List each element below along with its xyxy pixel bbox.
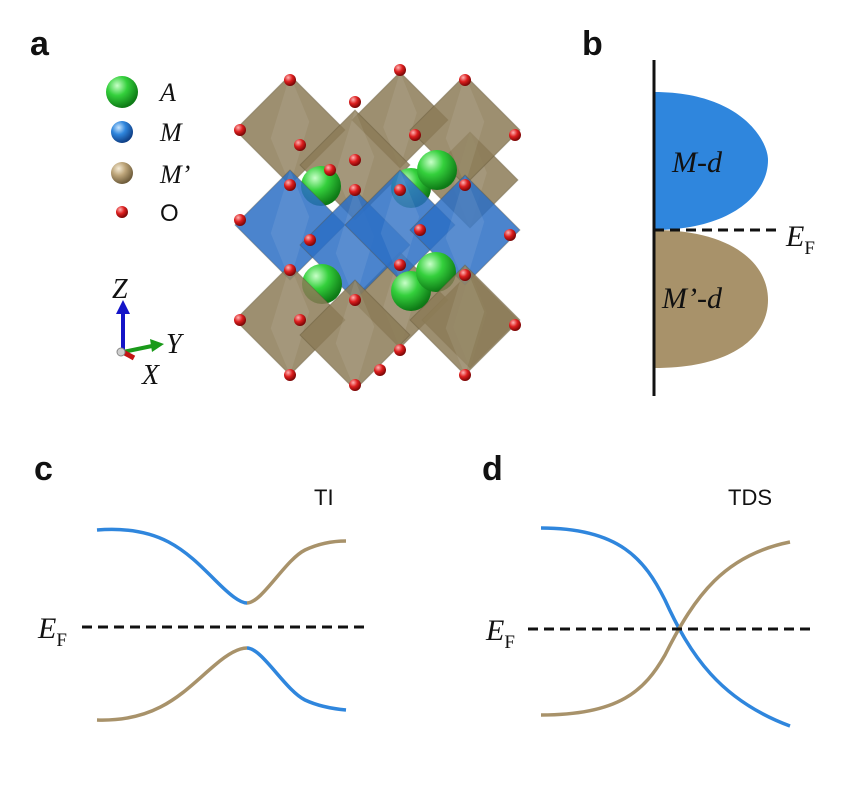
- oxygen-atom-26: [394, 344, 406, 356]
- fermi-label-d: EF: [485, 614, 515, 653]
- oxygen-atom-16: [394, 184, 406, 196]
- bottom-octahedron-0-facet: [270, 265, 310, 375]
- panel-a-label: a: [30, 25, 50, 63]
- perovskite-crystal-structure: [234, 64, 521, 391]
- blue-band-crossing: [540, 526, 791, 728]
- oxygen-atom-9: [459, 179, 471, 191]
- top-octahedron-2-facet: [445, 75, 485, 185]
- a-site-atom-lower-back: [416, 252, 456, 292]
- top-octahedron-0-facet: [270, 75, 310, 185]
- oxygen-atom-11: [234, 214, 246, 226]
- density-of-states-diagram: M-d M’-d EF: [652, 60, 815, 396]
- y-arrowhead-icon: [150, 339, 164, 352]
- tan-band-crossing: [540, 540, 791, 717]
- oxygen-atom-4: [234, 124, 246, 136]
- oxygen-atom-15: [349, 294, 361, 306]
- axis-origin: [116, 347, 126, 357]
- oxygen-atom-1: [349, 96, 361, 108]
- m-site-atom-icon: [111, 121, 133, 143]
- m-d-band-lobe: [654, 92, 768, 230]
- oxygen-atom-icon: [116, 206, 128, 218]
- oxygen-atom-6: [349, 154, 361, 166]
- oxygen-atom-5: [284, 179, 296, 191]
- a-site-atom-upper-back: [417, 150, 457, 190]
- oxygen-atom-3: [459, 74, 471, 86]
- upper-band-blue-segment: [96, 527, 248, 605]
- fermi-label-c: EF: [37, 612, 67, 651]
- x-axis-label: X: [141, 360, 160, 391]
- m-prime-d-band-label: M’-d: [661, 282, 723, 315]
- legend-label-m-prime: M’: [159, 160, 190, 189]
- oxygen-atom-7: [409, 129, 421, 141]
- middle-octahedron-3-facet: [445, 175, 485, 285]
- panel-b-label: b: [582, 25, 603, 63]
- legend-item-a-site: A: [106, 76, 176, 108]
- lower-band-tan-segment: [96, 646, 248, 722]
- oxygen-atom-13: [304, 234, 316, 246]
- oxygen-atom-8: [509, 129, 521, 141]
- legend-item-m-prime-site: M’: [111, 160, 190, 189]
- axis-triad: Z Y X: [112, 274, 185, 391]
- upper-band-tan-segment: [246, 539, 347, 605]
- oxygen-atom-22: [349, 379, 361, 391]
- oxygen-atom-14: [349, 184, 361, 196]
- m-d-band-label: M-d: [671, 146, 723, 179]
- oxygen-atom-0: [284, 74, 296, 86]
- legend-label-o: O: [160, 200, 179, 227]
- tds-band-diagram: EF: [485, 526, 812, 728]
- legend-label-m: M: [159, 118, 183, 147]
- legend-item-m-site: M: [111, 118, 183, 147]
- oxygen-atom-19: [459, 269, 471, 281]
- panel-d-label: d: [482, 450, 503, 488]
- oxygen-atom-2: [394, 64, 406, 76]
- fermi-label: EF: [785, 220, 815, 259]
- panel-d-title: TDS: [728, 485, 772, 510]
- legend-item-oxygen: O: [116, 200, 179, 227]
- panel-c-title: TI: [314, 485, 334, 510]
- legend-label-a: A: [158, 78, 176, 107]
- ti-band-diagram: EF: [37, 527, 368, 722]
- panel-c-label: c: [34, 450, 53, 488]
- a-site-atom-icon: [106, 76, 138, 108]
- y-axis-label: Y: [166, 329, 185, 360]
- m-prime-site-atom-icon: [111, 162, 133, 184]
- oxygen-atom-20: [234, 314, 246, 326]
- oxygen-atom-27: [294, 314, 306, 326]
- oxygen-atom-28: [394, 259, 406, 271]
- oxygen-atom-21: [284, 369, 296, 381]
- oxygen-atom-18: [504, 229, 516, 241]
- m-prime-d-band-lobe: [654, 230, 768, 368]
- back-octahedron-0-facet: [383, 72, 417, 168]
- oxygen-atom-10: [294, 139, 306, 151]
- y-axis-arrow: [122, 344, 153, 354]
- oxygen-atom-12: [284, 264, 296, 276]
- legend: A M M’ O: [106, 76, 190, 227]
- z-arrowhead-icon: [116, 300, 130, 314]
- bottom-octahedron-2-facet: [445, 265, 485, 375]
- z-axis-label: Z: [112, 274, 128, 305]
- middle-octahedron-0-facet: [270, 170, 310, 280]
- oxygen-atom-24: [459, 369, 471, 381]
- oxygen-atom-17: [414, 224, 426, 236]
- oxygen-atom-23: [374, 364, 386, 376]
- oxygen-atom-25: [509, 319, 521, 331]
- bottom-octahedron-1-facet: [335, 280, 375, 390]
- lower-band-blue-segment: [246, 646, 347, 712]
- middle-octahedron-2-facet: [380, 170, 420, 280]
- oxygen-atom-29: [324, 164, 336, 176]
